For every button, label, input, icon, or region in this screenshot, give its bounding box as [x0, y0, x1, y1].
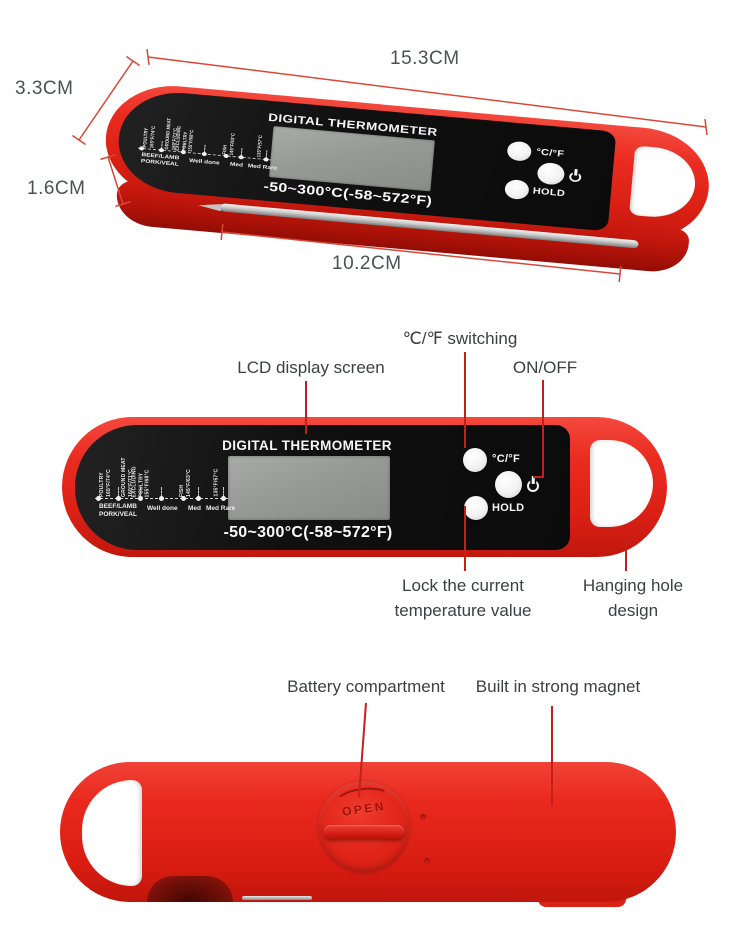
chart-scale-label: FISH 145°F/63°C	[221, 132, 237, 156]
doneness-label: Med	[188, 505, 201, 512]
power-icon	[568, 171, 582, 183]
power-button	[495, 471, 522, 498]
hanging-hole	[629, 145, 699, 221]
hanging-hole	[590, 440, 653, 527]
temp-range-text: -50~300°C(-58~572°F)	[223, 524, 393, 541]
probe-sliver	[242, 896, 312, 900]
annotation-onoff: ON/OFF	[512, 358, 578, 377]
hanging-hole-back	[82, 780, 142, 886]
dim-label-thickness: 1.6CM	[27, 178, 86, 199]
thermometer-back-view: OPEN	[60, 762, 676, 907]
chart-scale-label: POULTRY 165°F/74°C	[99, 469, 112, 497]
thermometer-front-face: DIGITAL THERMOMETER -50~300°C(-58~572°F)…	[62, 417, 667, 557]
power-icon	[527, 480, 539, 492]
lcd-screen	[228, 456, 390, 520]
unit-button	[506, 140, 533, 162]
doneness-label: Well done	[188, 157, 220, 167]
coin-slot	[324, 825, 404, 839]
hold-button-label: HOLD	[532, 186, 566, 199]
chart-scale-label: 135°F/57°C	[256, 134, 265, 158]
front-panel: DIGITAL THERMOMETER -50~300°C(-58~572°F)…	[75, 425, 570, 550]
doneness-label: Med	[229, 161, 244, 169]
hold-button	[464, 496, 488, 520]
chart-scale-label: POULTRY 165°F/74°C	[142, 125, 157, 149]
doneness-label: Well done	[147, 505, 178, 512]
dim-label-height: 3.3CM	[15, 78, 74, 99]
doneness-label: Med Rare	[247, 163, 278, 172]
doneness-label: Med Rare	[206, 505, 236, 512]
chart-scale-label: EXCLUDING POULTRY 155°F/68°C	[174, 125, 196, 153]
unit-button-label: °C/°F	[535, 147, 565, 160]
annotation-lock: Lock the current temperature value	[394, 576, 532, 620]
chart-scale-label: EXCLUDING POULTRY 155°F/68°C	[131, 466, 151, 498]
meat-label: BEEF/LAMB PORK/VEAL	[140, 152, 180, 168]
brand-title: DIGITAL THERMOMETER	[222, 438, 392, 453]
chart-scale-label: 135°F/57°C	[213, 468, 220, 497]
back-body: OPEN	[60, 762, 676, 902]
thermometer-angled-view: DIGITAL THERMOMETER -50~300°C(-58~572°F)…	[101, 80, 714, 275]
emboss-dot	[424, 858, 430, 864]
doneness-chart: POULTRY 165°F/74°C GROUND MEAT 160°F/71°…	[135, 101, 292, 200]
dim-label-probe-length: 10.2CM	[332, 253, 402, 274]
doneness-chart: POULTRY 165°F/74°C GROUND MEAT 160°F/71°…	[95, 439, 245, 547]
dim-label-length: 15.3CM	[390, 48, 460, 69]
chart-scale-label: FISH 145°F/63°C	[179, 469, 192, 497]
unit-button-label: °C/°F	[492, 453, 521, 465]
annotation-lcd: LCD display screen	[237, 358, 385, 377]
meat-label: BEEF/LAMB PORK/VEAL	[99, 503, 137, 518]
emboss-dot	[420, 814, 426, 820]
annotation-cf-switching: ℃/℉ switching	[402, 329, 518, 348]
annotation-battery: Battery compartment	[287, 677, 445, 696]
annotation-hanging-hole: Hanging hole design	[582, 576, 684, 620]
unit-button	[463, 448, 487, 472]
probe-release-notch	[147, 876, 312, 902]
annotation-magnet: Built in strong magnet	[475, 677, 641, 696]
hold-button-label: HOLD	[492, 502, 525, 514]
battery-cap: OPEN	[318, 781, 410, 873]
power-button	[536, 161, 566, 186]
hold-button	[504, 178, 530, 201]
